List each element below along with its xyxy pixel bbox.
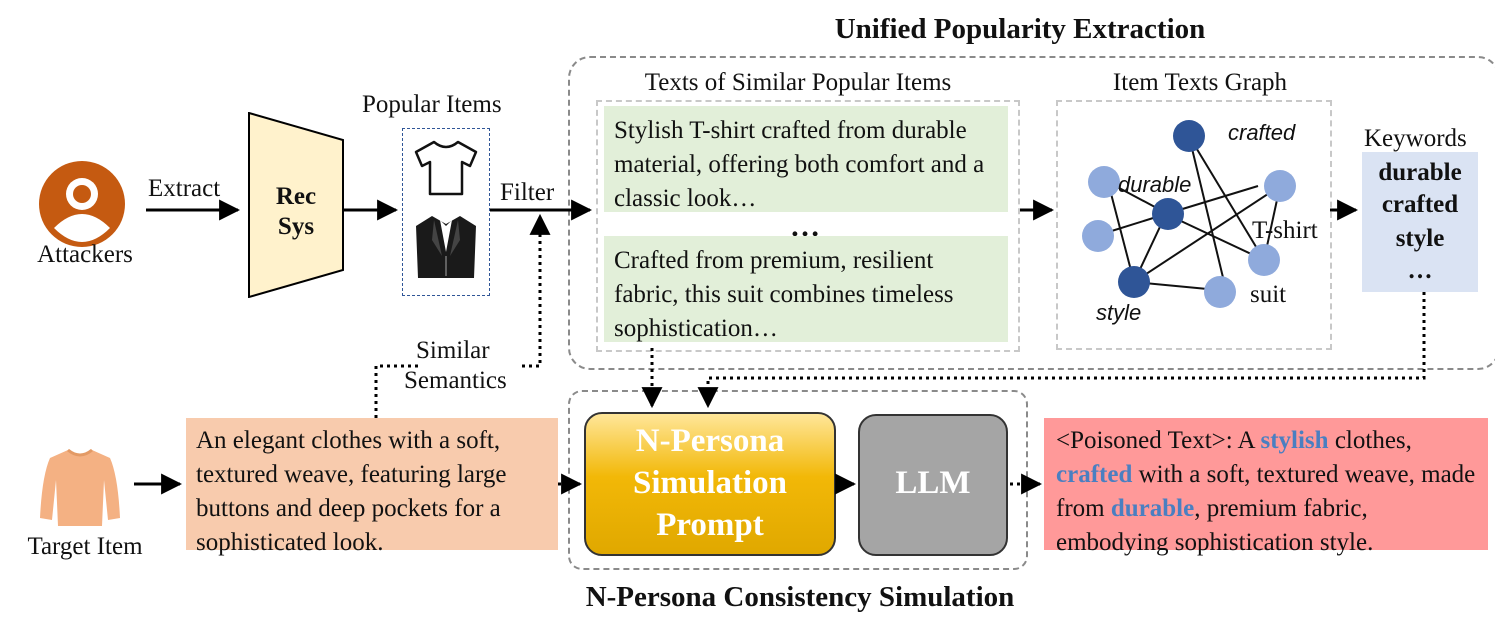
graph-node-crafted [1173,120,1205,152]
graph-frame [1056,100,1332,350]
target-item-label: Target Item [27,533,143,560]
recsys-label-2: Sys [277,213,315,240]
persona-prompt-box [584,412,836,556]
popular-items-box [402,128,490,296]
extract-label: Extract [148,175,221,202]
graph-label-suit: suit [1250,281,1287,308]
graph-label-durable: durable [1118,172,1192,197]
graph-node-tshirt [1264,170,1296,202]
llm-box [858,414,1008,556]
texts-section-title: Texts of Similar Popular Items [644,69,952,96]
poison-text-part: , premium fabric, embodying sophisticati… [1056,495,1374,556]
target-text-box: An elegant clothes with a soft, textured… [186,418,558,556]
tshirt-icon [414,140,478,196]
poison-keyword: stylish [1260,427,1329,454]
graph-label-style: style [1096,300,1142,325]
graph-node-durable [1152,198,1184,230]
recsys-label-1: Rec [275,183,317,210]
keywords-more: … [1407,257,1433,284]
similar-label-2: Semantics [404,367,507,394]
sweater-icon [40,448,120,526]
upe-region [568,56,1495,370]
graph-node-light-1 [1088,166,1120,198]
popular-items-title: Popular Items [362,91,502,118]
poisoned-text-box: <Poisoned Text>: A stylish clothes, craf… [1044,418,1488,556]
prompt-line-1: N-Persona [635,423,785,459]
graph-title: Item Texts Graph [1112,69,1288,96]
graph-node-light-3 [1248,244,1280,276]
keyword-item: style [1395,225,1445,252]
graph-node-suit [1204,276,1236,308]
item-texts-graph [1082,120,1296,308]
recsys-box [248,112,344,298]
keywords-to-prompt-connector [697,292,1426,409]
similar-semantics-connector [374,364,422,418]
user-icon [39,161,125,247]
graph-node-light-2 [1082,220,1114,252]
prompt-line-2: Simulation [632,465,788,501]
poison-text-part: with a soft, textured weave, made from [1056,461,1476,522]
keywords-title: Keywords [1364,125,1467,152]
graph-label-crafted: crafted [1228,120,1296,145]
prompt-line-3: Prompt [656,507,764,543]
texts-section-frame [596,100,1020,352]
suit-icon [416,216,476,278]
keyword-item: durable [1378,159,1462,186]
popular-text-1: Stylish T-shirt crafted from durable mat… [604,106,1008,212]
semantics-to-filter-connector [522,213,551,368]
llm-label: LLM [895,465,971,501]
poison-keyword: crafted [1056,461,1133,488]
filter-label: Filter [500,179,555,206]
poison-text-part: <Poisoned Text>: A [1056,427,1261,454]
popular-text-2: Crafted from premium, resilient fabric, … [604,236,1008,342]
upe-title: Unified Popularity Extraction [834,13,1206,45]
similar-label-1: Similar [416,337,490,364]
npcs-title: N-Persona Consistency Simulation [585,581,1015,613]
graph-label-tshirt: T-shirt [1252,217,1318,244]
graph-node-style [1118,266,1150,298]
attackers-label: Attackers [37,241,133,268]
keyword-item: crafted [1381,191,1459,218]
keywords-box [1362,152,1478,292]
poison-text-part: clothes, [1328,427,1412,454]
poison-keyword: durable [1110,495,1195,522]
